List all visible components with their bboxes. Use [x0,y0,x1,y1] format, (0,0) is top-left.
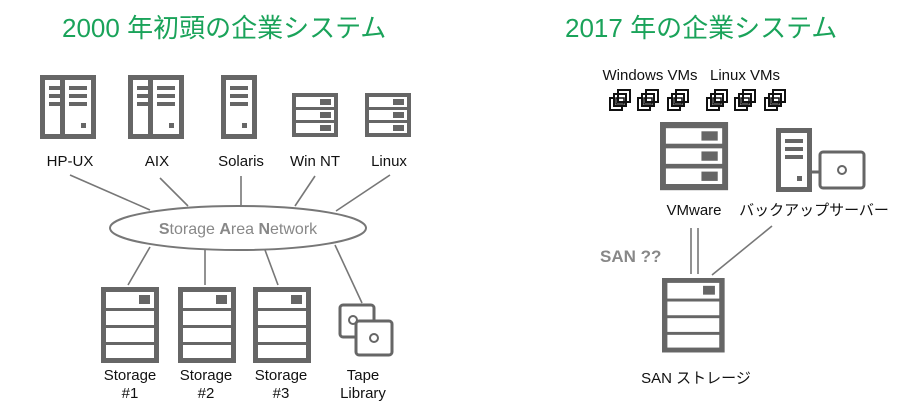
san-ellipse [109,205,367,251]
vmware-label: VMware [666,202,721,219]
storage-label: #2 [198,385,215,402]
san-question-label: SAN ?? [600,247,661,266]
backup-server-label: バックアップサーバー [739,202,889,219]
connection-lines [69,174,391,304]
storage-icon [101,287,159,363]
storage-label: Storage [180,367,233,384]
tape-library-icon [338,303,394,357]
san-label: Storage Area Network [159,221,318,238]
storage-label: Tape [347,367,380,384]
storage-label: Storage [255,367,308,384]
storage-label: #3 [273,385,290,402]
server-label: AIX [145,153,169,170]
server-label: Linux [371,153,407,170]
storage-label: Storage [104,367,157,384]
vm-icons [609,89,786,111]
server-icon-hpux [40,75,96,139]
storage-icon [253,287,311,363]
storage-icon [178,287,236,363]
right-title: 2017 年の企業システム [565,13,837,43]
server-icon-solaris [221,75,257,139]
san-storage-icon [662,278,725,353]
windows-vms-label: Windows VMs [602,67,697,84]
storage-label: Library [340,385,386,402]
storage-label: #1 [122,385,139,402]
san-links [690,225,773,276]
server-label: HP-UX [47,153,94,170]
backup-server-icon [776,128,866,192]
linux-vms-label: Linux VMs [710,67,780,84]
server-label: Solaris [218,153,264,170]
left-title: 2000 年初頭の企業システム [62,13,386,43]
server-icon-winnt [292,93,338,137]
server-icon-linux [365,93,411,137]
san-storage-label: SAN ストレージ [641,370,751,387]
server-icon-aix [128,75,184,139]
vmware-server-icon [660,122,729,191]
server-label: Win NT [290,153,340,170]
